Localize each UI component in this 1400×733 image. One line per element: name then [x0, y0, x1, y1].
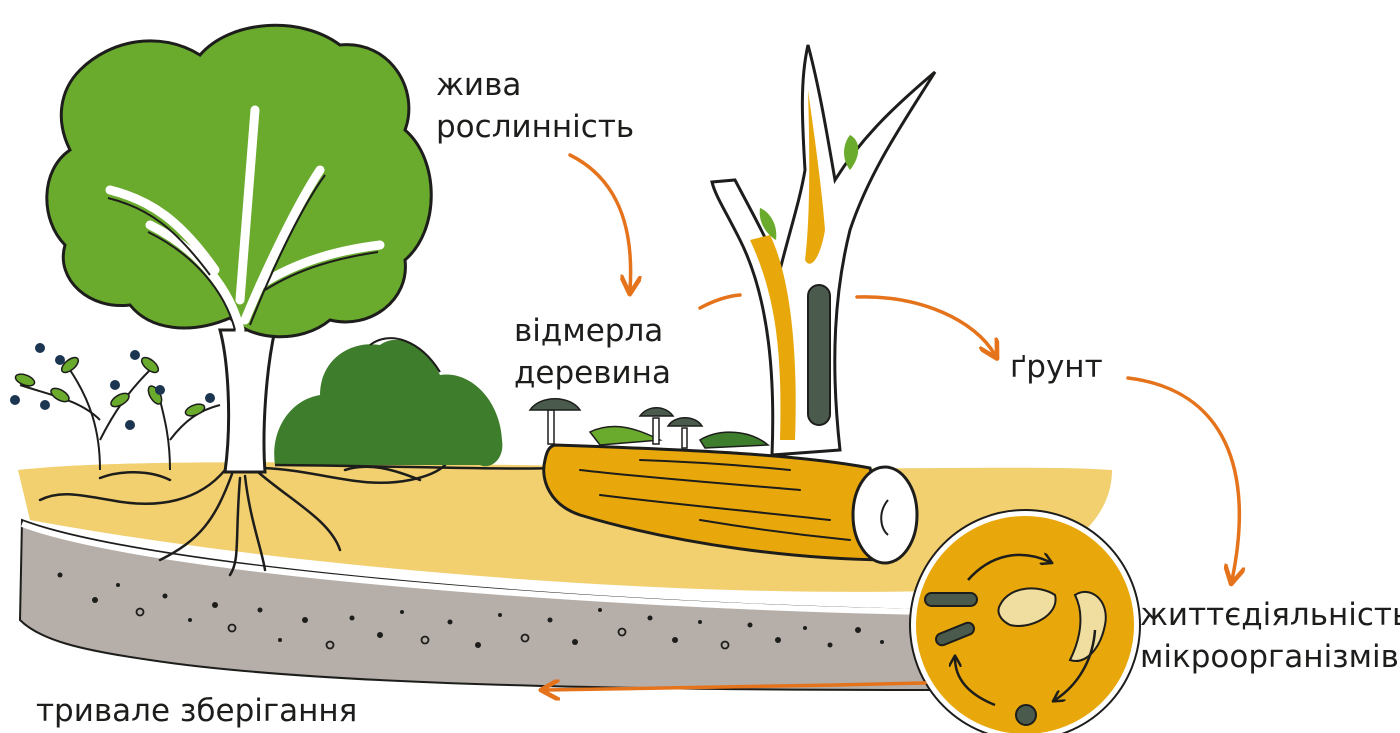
living-tree-trunk	[220, 330, 275, 472]
dark-shrub	[274, 340, 502, 466]
label-line-1: жива	[436, 64, 634, 106]
arrow-vegetation-to-deadwood	[570, 155, 631, 290]
label-line-1: життєдіяльність	[1140, 594, 1400, 636]
label-line-2: рослинність	[436, 106, 634, 148]
label-text: тривале зберігання	[36, 693, 357, 729]
berry-bushes	[10, 343, 220, 470]
label-living-vegetation: жива рослинність	[436, 64, 634, 148]
label-microorganism-activity: життєдіяльність мікроорганізмів	[1140, 594, 1400, 678]
label-long-term-storage: тривале зберігання	[36, 690, 357, 732]
trunk-cavity	[808, 285, 830, 425]
label-dead-wood: відмерла деревина	[514, 310, 671, 394]
log-end	[853, 467, 917, 563]
label-soil: ґрунт	[1010, 346, 1103, 388]
label-line-2: мікроорганізмів	[1140, 636, 1400, 678]
arrow-deadwood-to-soil	[857, 297, 995, 355]
arrow-soil-to-microbes	[1128, 378, 1239, 580]
label-line-1: відмерла	[514, 310, 671, 352]
label-text: ґрунт	[1010, 349, 1103, 385]
arrow-deadwood-to-soil-left	[700, 295, 740, 308]
label-line-2: деревина	[514, 352, 671, 394]
